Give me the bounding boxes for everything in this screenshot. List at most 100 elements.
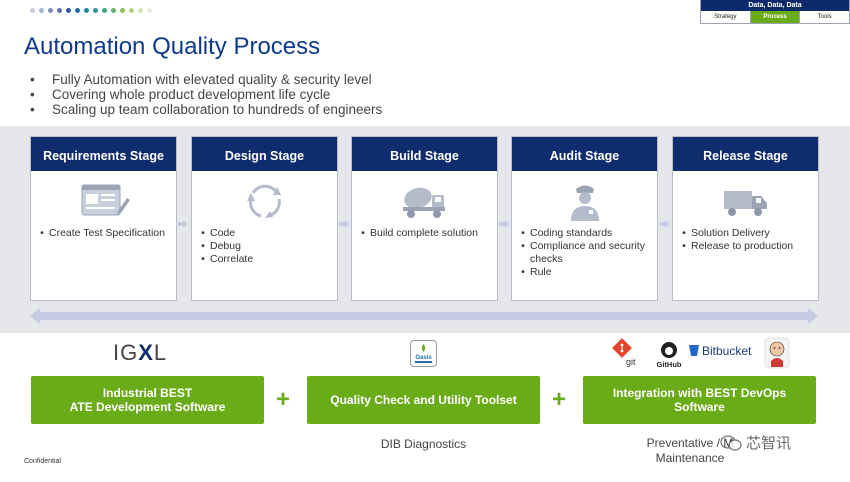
logo-text: IG (113, 340, 139, 365)
list-item: •Compliance and security checks (516, 240, 653, 266)
logo-text: GitHub (657, 360, 682, 369)
dot (48, 8, 53, 13)
oasis-logo: Oasis (410, 340, 437, 367)
cycle-arrows-icon (246, 184, 281, 218)
dib-diagnostics-label: DIB Diagnostics (380, 437, 467, 451)
stage-item-text: Compliance and security checks (530, 240, 645, 265)
stage-items: •Code •Debug •Correlate (196, 227, 333, 266)
quality-toolset-button[interactable]: Quality Check and Utility Toolset (307, 376, 540, 424)
arrow-right-icon (499, 220, 509, 228)
logo-text: git (626, 357, 636, 367)
stage-item-text: Debug (210, 240, 241, 252)
logo-text: L (153, 340, 168, 365)
bitbucket-icon: Bitbucket (689, 344, 752, 358)
logo-text: Oasis (415, 355, 432, 361)
stage-title: Audit Stage (512, 137, 657, 171)
watermark-text: 芯智讯 (746, 435, 792, 452)
list-item: •Coding standards (521, 227, 613, 239)
stage-item-text: Solution Delivery (691, 227, 770, 239)
igxl-software-button[interactable]: Industrial BEST ATE Development Software (31, 376, 264, 424)
list-item: •Scaling up team collaboration to hundre… (30, 102, 383, 117)
decorative-dot-strip (30, 8, 152, 13)
plus-icon: + (552, 386, 567, 413)
tab-tools[interactable]: Tools (817, 14, 832, 20)
tab-process[interactable]: Process (750, 11, 801, 23)
dot (111, 8, 116, 13)
stage-title: Requirements Stage (31, 137, 176, 171)
devops-integration-button[interactable]: Integration with BEST DevOps Software (583, 376, 816, 424)
stage-item-text: Code (210, 227, 236, 239)
stage-items: •Create Test Specification (35, 227, 172, 240)
stage-title: Release Stage (673, 137, 818, 171)
arrow-right-icon (178, 220, 188, 228)
dot (93, 8, 98, 13)
github-icon: GitHub (657, 342, 682, 369)
dot (102, 8, 107, 13)
section-navigator: Data, Data, Data Strategy Process Tools (700, 0, 850, 24)
intro-bullet-list: •Fully Automation with elevated quality … (30, 72, 382, 117)
dot (120, 8, 125, 13)
dot (138, 8, 143, 13)
list-item: •Debug (201, 240, 241, 252)
double-arrow-icon (30, 308, 818, 324)
arrow-right-icon (339, 220, 349, 228)
list-item: •Rule (521, 266, 552, 278)
button-label: Integration with BEST DevOps Software (612, 386, 787, 414)
delivery-truck-icon (723, 191, 767, 216)
jenkins-icon (764, 337, 790, 369)
maintenance-line-2: Maintenance (655, 451, 725, 465)
jenkins-logo (764, 337, 790, 369)
arrow-right-icon (660, 220, 670, 228)
stage-title: Design Stage (192, 137, 337, 171)
list-item: •Correlate (201, 253, 254, 265)
bitbucket-logo: Bitbucket (688, 341, 760, 359)
button-label: Quality Check and Utility Toolset (330, 393, 517, 407)
stage-item-text: Build complete solution (370, 227, 478, 239)
stage-items: •Solution Delivery •Release to productio… (677, 227, 814, 253)
watermark: 芯智讯 (720, 432, 791, 453)
oasis-logo-mark: Oasis (415, 344, 432, 363)
stage-item-text: Correlate (210, 253, 254, 265)
maintenance-line-1: Preventative / M (646, 436, 734, 450)
logo-text: X (138, 340, 154, 365)
stage-items: •Coding standards •Compliance and securi… (516, 227, 653, 279)
git-logo: git (612, 338, 640, 370)
specification-document-icon (81, 184, 130, 216)
dot (57, 8, 62, 13)
nav-title: Data, Data, Data (701, 0, 849, 11)
list-item: •Code (201, 227, 236, 239)
stage-card-release: Release Stage •Solution Delivery •Releas… (672, 136, 819, 301)
igxl-logo: IGXL (113, 340, 167, 366)
stage-item-text: Rule (530, 266, 552, 278)
tab-strategy[interactable]: Strategy (701, 11, 751, 23)
bullet-text: Scaling up team collaboration to hundred… (52, 102, 383, 117)
list-item: •Build complete solution (361, 227, 478, 239)
list-item: •Create Test Specification (40, 227, 165, 239)
stage-item-text: Coding standards (530, 227, 613, 239)
stage-item-text: Release to production (691, 240, 794, 252)
list-item: •Release to production (682, 240, 794, 252)
stage-card-audit: Audit Stage •Coding standards •Complianc… (511, 136, 658, 301)
stage-items: •Build complete solution (356, 227, 493, 240)
dot (30, 8, 35, 13)
dot (129, 8, 134, 13)
stage-card-build: Build Stage •Build complete solution (351, 136, 498, 301)
button-label: Industrial BEST ATE Development Software (69, 386, 226, 414)
dot (66, 8, 71, 13)
bullet-text: Fully Automation with elevated quality &… (52, 72, 372, 87)
logo-text: Bitbucket (702, 344, 752, 358)
concrete-mixer-truck-icon (402, 187, 445, 218)
stage-title: Build Stage (352, 137, 497, 171)
stage-card-design: Design Stage •Code •Debug •Correlate (191, 136, 338, 301)
git-icon: git (612, 338, 636, 367)
bullet-text: Covering whole product development life … (52, 87, 331, 102)
list-item: •Fully Automation with elevated quality … (30, 72, 372, 87)
stage-item-text: Create Test Specification (49, 227, 165, 239)
github-logo: GitHub (655, 340, 683, 370)
stage-card-requirements: Requirements Stage •Create Test Specific… (30, 136, 177, 301)
confidential-label: Confidential (24, 458, 61, 465)
dot (39, 8, 44, 13)
dot (75, 8, 80, 13)
wechat-icon (720, 434, 742, 451)
maintenance-label: Preventative / M Maintenance (610, 436, 770, 466)
